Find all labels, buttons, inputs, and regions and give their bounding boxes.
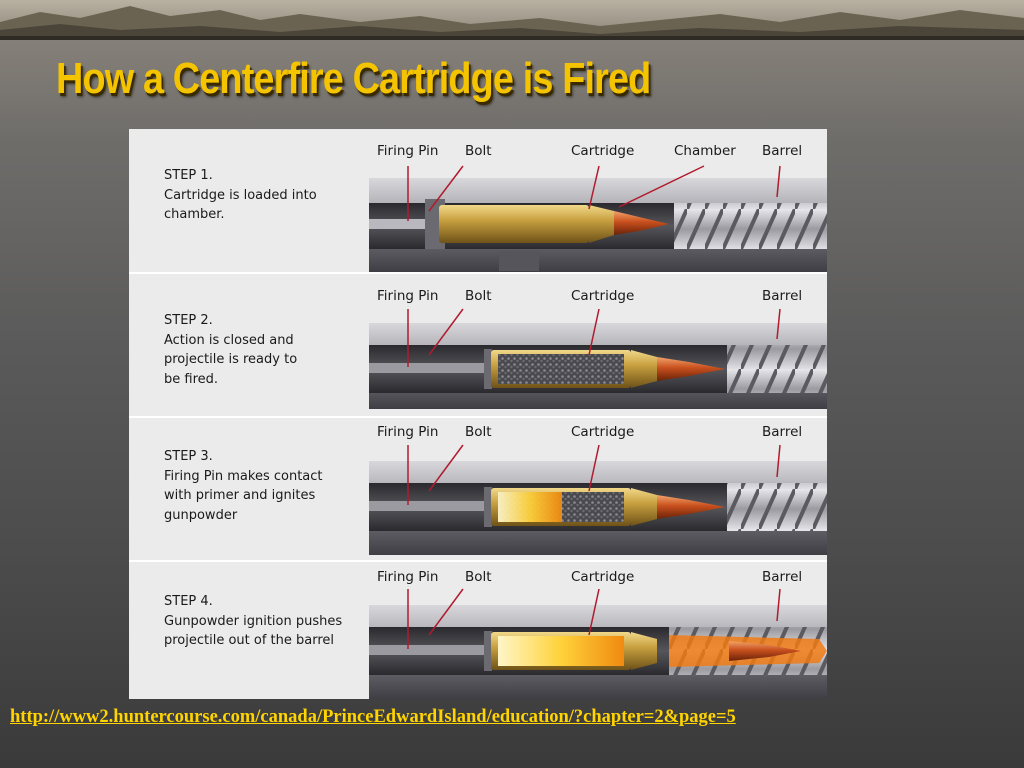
panel-step-4-illustration xyxy=(369,605,827,699)
label-firing-pin: Firing Pin xyxy=(377,288,438,304)
panel-step-4-pointers xyxy=(407,588,781,649)
panel-divider xyxy=(129,272,827,274)
label-firing-pin: Firing Pin xyxy=(377,143,438,159)
step-3-line: Firing Pin makes contact xyxy=(164,468,323,484)
step-4-line: projectile out of the barrel xyxy=(164,633,335,648)
label-barrel: Barrel xyxy=(762,143,802,159)
cartridge-firing-diagram: Firing Pin Bolt Cartridge Chamber Barrel… xyxy=(129,129,827,699)
label-cartridge: Cartridge xyxy=(571,424,634,440)
burning-gunpowder xyxy=(498,636,624,666)
label-cartridge: Cartridge xyxy=(571,288,634,304)
label-bolt: Bolt xyxy=(465,288,492,304)
panel-divider xyxy=(129,560,827,562)
bullet xyxy=(657,357,725,381)
step-1-heading: STEP 1. xyxy=(164,168,213,183)
panel-divider xyxy=(129,416,827,418)
panel-step-1-pointers xyxy=(407,165,781,221)
label-barrel: Barrel xyxy=(762,569,802,585)
step-3-line: gunpowder xyxy=(164,507,238,523)
slide-title: How a Centerfire Cartridge is Fired xyxy=(56,54,651,103)
label-cartridge: Cartridge xyxy=(571,143,634,159)
bullet xyxy=(657,495,725,519)
label-bolt: Bolt xyxy=(465,569,492,585)
step-4-heading: STEP 4. xyxy=(164,594,213,609)
step-3-line: with primer and ignites xyxy=(164,488,316,503)
step-2-description: STEP 2. Action is closed and projectile … xyxy=(164,311,364,389)
step-1-description: STEP 1. Cartridge is loaded into chamber… xyxy=(164,166,364,225)
label-barrel: Barrel xyxy=(762,288,802,304)
step-2-heading: STEP 2. xyxy=(164,313,213,328)
panel-step-2-illustration xyxy=(369,323,827,409)
ignition-flame xyxy=(498,492,562,522)
label-bolt: Bolt xyxy=(465,424,492,440)
step-1-line: chamber. xyxy=(164,207,225,222)
label-cartridge: Cartridge xyxy=(571,569,634,585)
step-2-line: be fired. xyxy=(164,371,219,387)
label-chamber: Chamber xyxy=(674,143,736,159)
step-4-description: STEP 4. Gunpowder ignition pushes projec… xyxy=(164,592,364,651)
label-firing-pin: Firing Pin xyxy=(377,569,438,585)
step-3-heading: STEP 3. xyxy=(164,449,213,464)
panel-step-1-illustration xyxy=(369,178,827,272)
label-firing-pin: Firing Pin xyxy=(377,424,438,440)
gunpowder xyxy=(498,354,624,384)
header-landscape-banner xyxy=(0,0,1024,40)
label-barrel: Barrel xyxy=(762,424,802,440)
step-1-line: Cartridge is loaded into xyxy=(164,187,317,203)
panel-step-3-illustration xyxy=(369,461,827,555)
step-2-line: projectile is ready to xyxy=(164,352,298,367)
bullet xyxy=(614,211,669,235)
source-link[interactable]: http://www2.huntercourse.com/canada/Prin… xyxy=(10,707,736,727)
panel-step-2-pointers xyxy=(407,308,781,367)
diagram-illustration: Firing Pin Bolt Cartridge Chamber Barrel… xyxy=(129,143,827,699)
bullet xyxy=(729,641,801,661)
cartridge-case xyxy=(439,205,589,243)
label-bolt: Bolt xyxy=(465,143,492,159)
step-2-line: Action is closed and xyxy=(164,332,294,348)
panel-step-3-pointers xyxy=(407,444,781,505)
step-3-description: STEP 3. Firing Pin makes contact with pr… xyxy=(164,447,364,525)
step-4-line: Gunpowder ignition pushes xyxy=(164,613,343,629)
